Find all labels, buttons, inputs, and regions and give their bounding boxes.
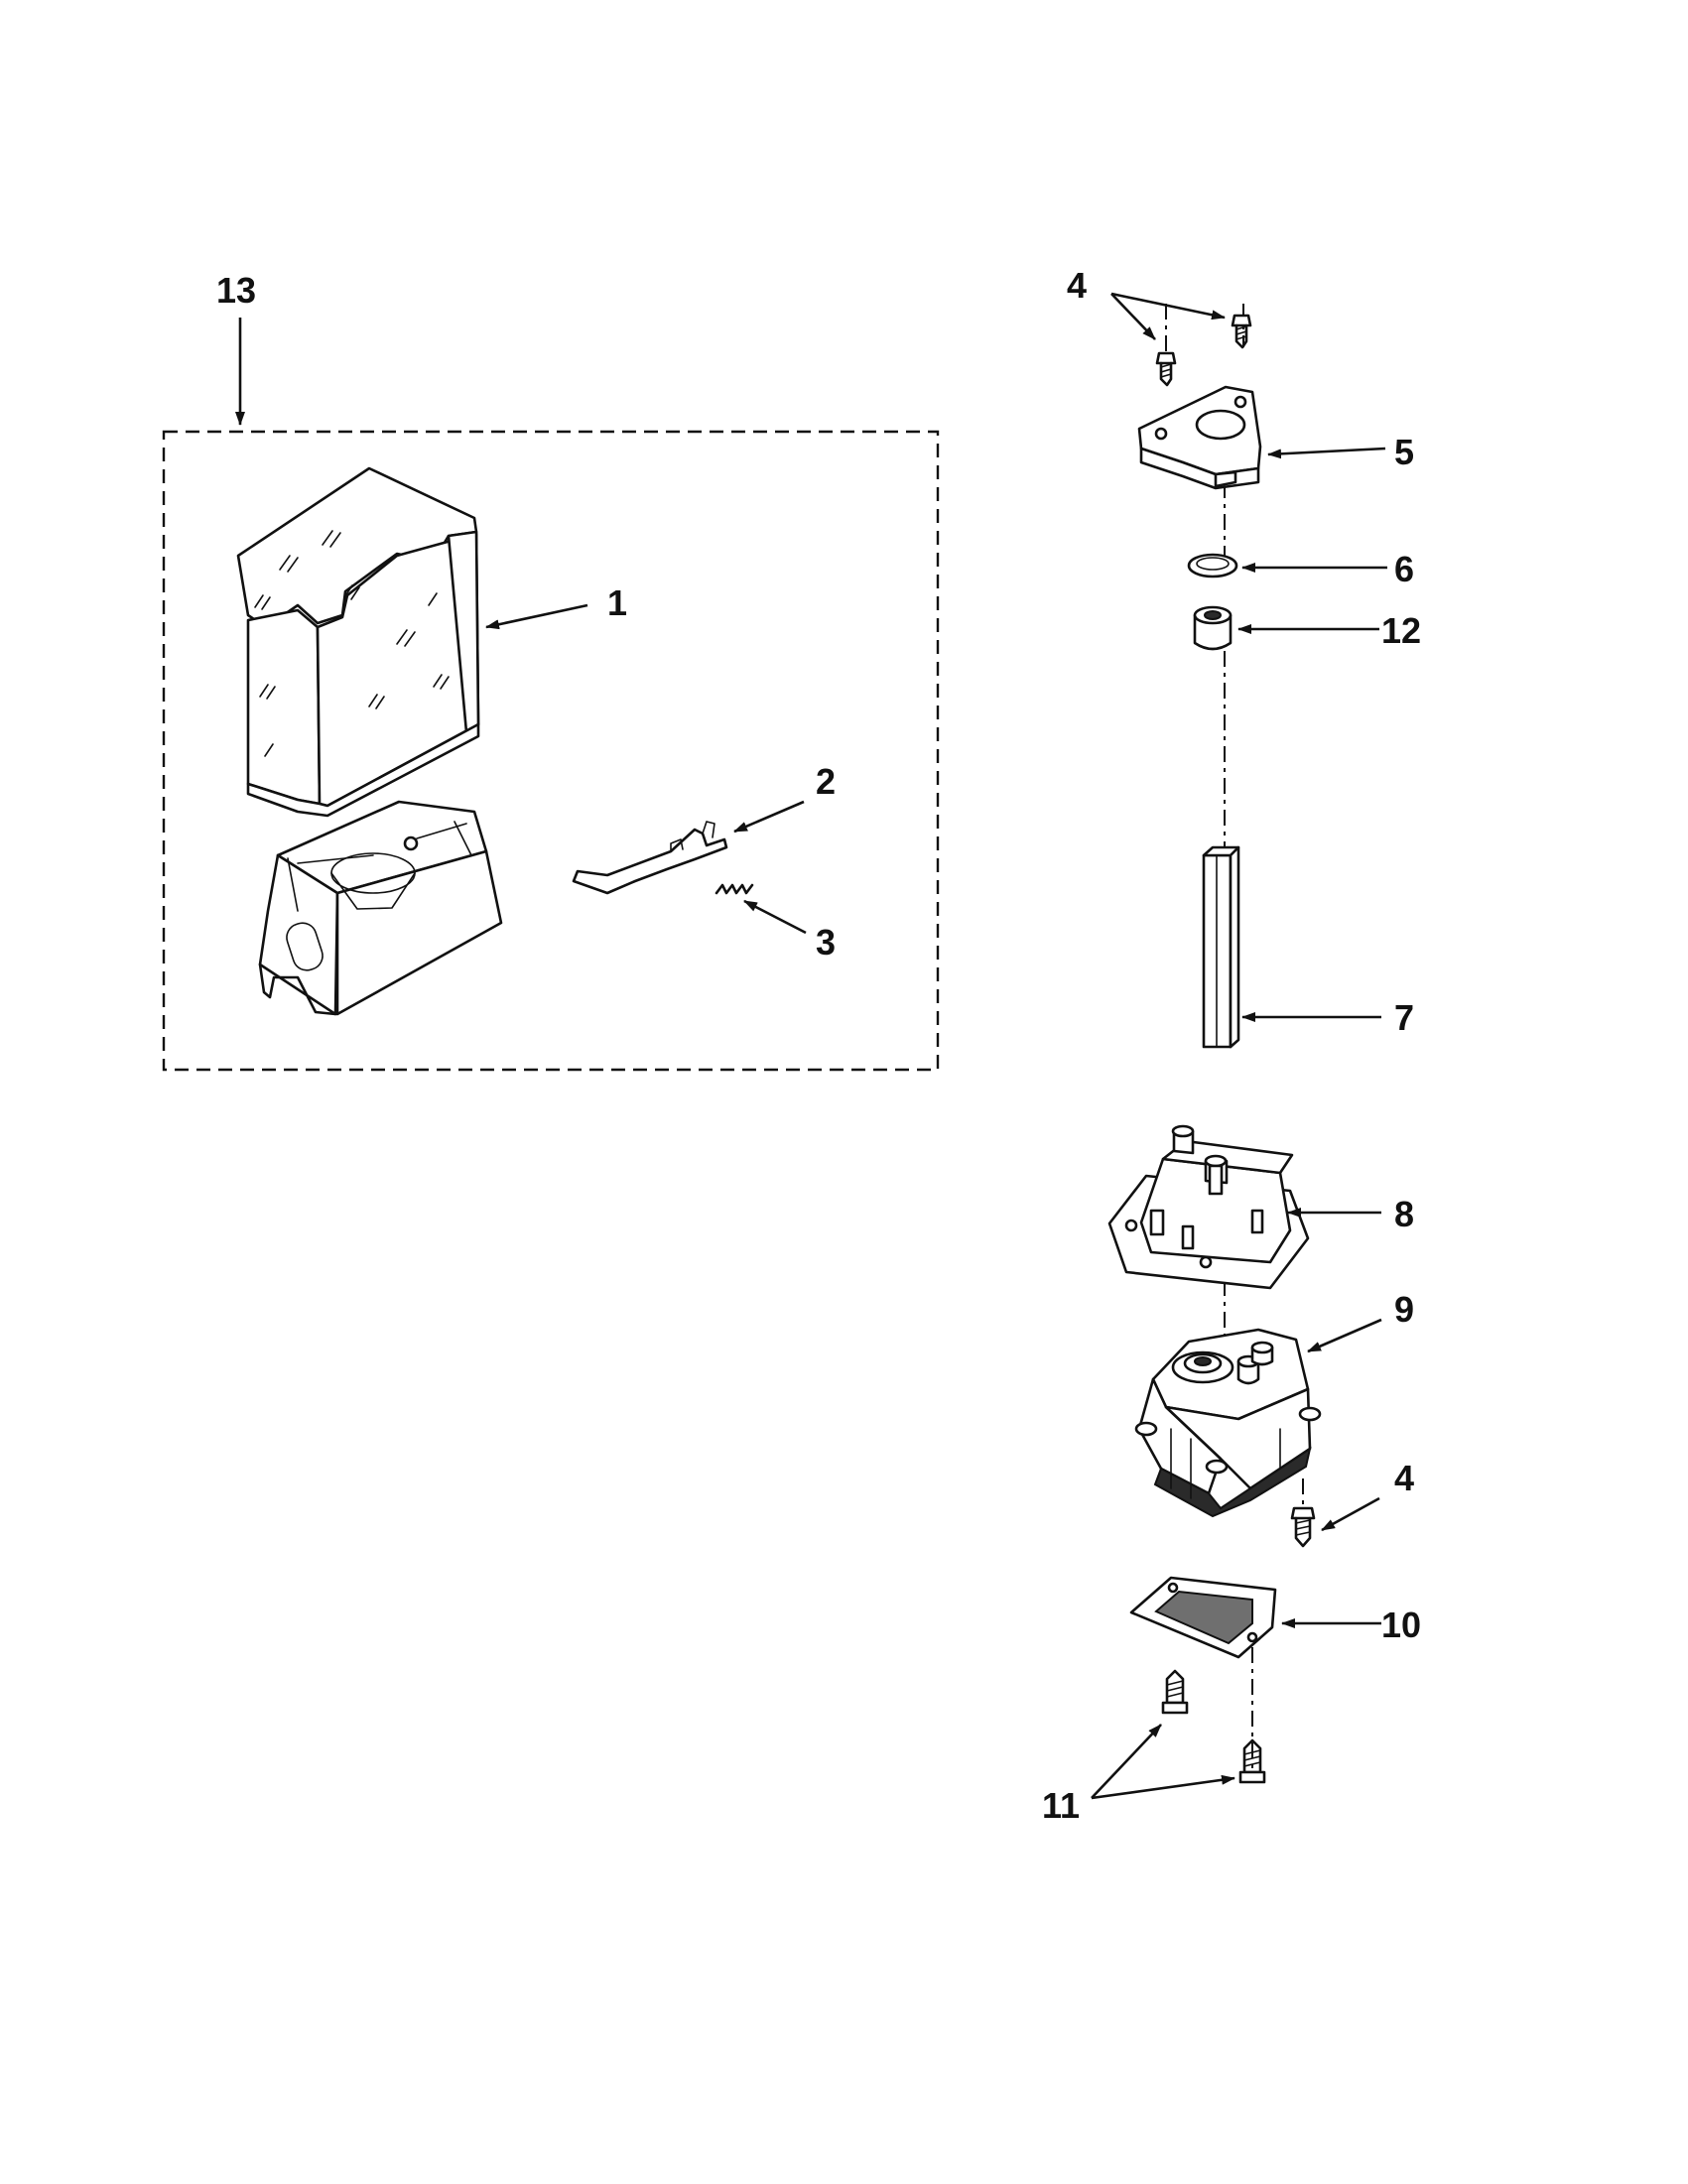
callout-5: 5 — [1394, 432, 1414, 472]
kit-dashed-boundary — [162, 430, 940, 1072]
callout-arrow-11-b — [1091, 1774, 1235, 1800]
part-11-screws: 11 — [1042, 1669, 1266, 1826]
callout-7: 7 — [1394, 997, 1414, 1038]
callout-12: 12 — [1381, 610, 1421, 651]
callout-arrow-1 — [485, 603, 588, 630]
callout-4-top: 4 — [1067, 265, 1087, 306]
callout-4-bottom: 4 — [1394, 1458, 1414, 1498]
screw-bottom-left — [1161, 1669, 1189, 1715]
callout-11: 11 — [1042, 1785, 1080, 1826]
callout-8: 8 — [1394, 1194, 1414, 1234]
screw-top-left — [1155, 351, 1177, 387]
part-4-bottom-screw: 4 — [1290, 1458, 1414, 1548]
callout-10: 10 — [1381, 1605, 1421, 1645]
part-9-motor-gear: 9 — [1134, 1289, 1414, 1518]
callout-9: 9 — [1394, 1289, 1414, 1330]
callout-6: 6 — [1394, 549, 1414, 589]
callout-arrow-11-a — [1091, 1724, 1162, 1799]
part-5-bracket: 5 — [1137, 385, 1414, 490]
callout-arrow-2 — [733, 800, 805, 834]
part-8-motor-cover: 8 — [1107, 1124, 1414, 1290]
part-7-shaft: 7 — [1202, 845, 1414, 1049]
callout-1: 1 — [607, 582, 627, 623]
part-10-gasket: 10 — [1129, 1576, 1421, 1659]
kit-group-13: 13 — [162, 270, 940, 1072]
callout-arrow-9 — [1307, 1318, 1382, 1353]
callout-3: 3 — [816, 922, 836, 963]
callout-arrow-3 — [743, 899, 807, 935]
screw-bottom-right — [1238, 1738, 1266, 1784]
part-12-bushing: 12 — [1193, 605, 1421, 651]
callout-arrow-4-bottom — [1321, 1496, 1380, 1532]
screw-top-right — [1231, 314, 1252, 349]
callout-arrow-4-top-b — [1110, 292, 1226, 321]
part-1-ice-container: 1 — [236, 466, 627, 818]
callout-arrow-4-top-a — [1110, 293, 1156, 340]
part-2-lever: 2 — [572, 761, 836, 895]
part-6-washer: 6 — [1187, 549, 1414, 589]
part-4-top-screws: 4 — [1067, 265, 1252, 387]
part-3-spring: 3 — [714, 883, 836, 963]
callout-arrow-5 — [1267, 447, 1386, 459]
callout-2: 2 — [816, 761, 836, 802]
auger-housing — [258, 800, 503, 1016]
callout-13: 13 — [216, 270, 256, 311]
